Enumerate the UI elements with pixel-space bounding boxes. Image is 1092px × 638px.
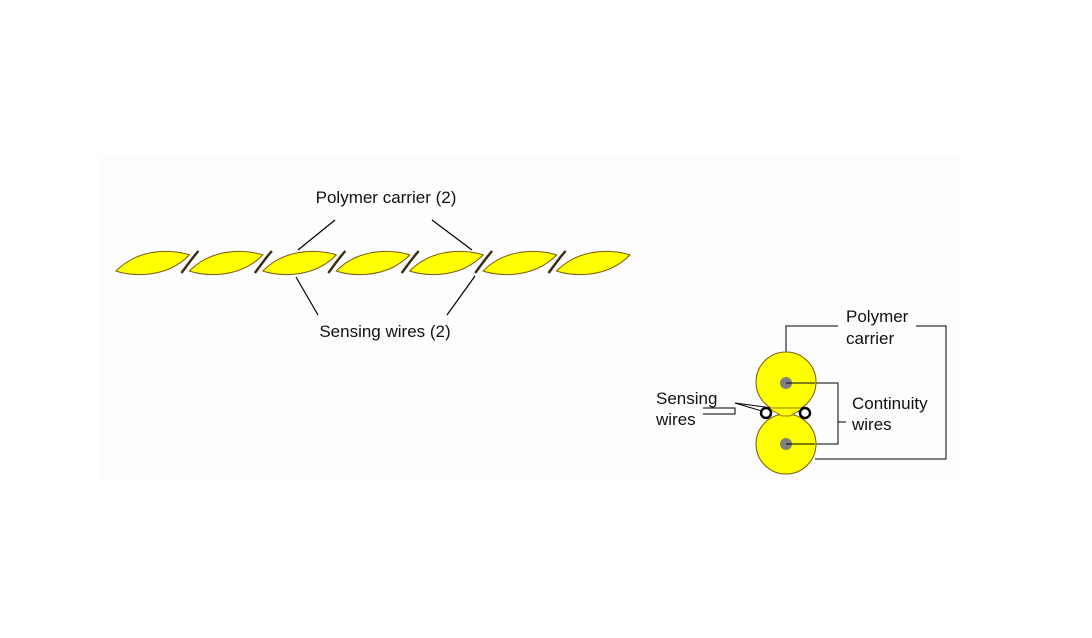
carrier-segment — [555, 250, 631, 276]
cross-section-polymer-label-line2: carrier — [846, 329, 895, 348]
carrier-contact-region — [766, 407, 806, 417]
carrier-segment — [482, 250, 558, 276]
sensing-wire-stripe — [400, 250, 420, 274]
carrier-segment — [188, 250, 264, 276]
sensing-wire-stripe — [253, 250, 273, 274]
twisted-cable-side-view — [115, 250, 631, 276]
sensing-wires-leader-left — [295, 276, 319, 316]
diagram-panel — [100, 155, 960, 480]
sensing-wire-right — [798, 406, 812, 420]
carrier-segment — [115, 250, 191, 276]
polymer-carrier-leader-left — [297, 219, 336, 251]
sensing-wire-stripe — [327, 250, 347, 274]
sensing-wire-stripe — [474, 250, 494, 274]
cross-section-polymer-label-line1: Polymer — [846, 307, 909, 326]
polymer-carrier-bracket — [785, 325, 838, 358]
cross-section-sensing-label-line2: wires — [655, 410, 696, 429]
carrier-segment — [408, 250, 485, 276]
sensing-wires-label: Sensing wires (2) — [319, 322, 450, 341]
sensing-wire-stripe — [547, 250, 567, 274]
carrier-segment — [261, 250, 338, 276]
sensing-wire-stripes — [180, 250, 567, 274]
sensing-wire-stripe — [180, 250, 200, 274]
cross-section-sensing-label-line1: Sensing — [656, 389, 717, 408]
sensing-wires-leader-right — [446, 275, 476, 316]
cable-cross-section: Polymer carrier Sensing wires Continuity… — [655, 307, 947, 475]
sensing-wires-lead-left — [734, 402, 766, 413]
sensing-wire-left — [759, 406, 773, 420]
polymer-carrier-label: Polymer carrier (2) — [316, 188, 457, 207]
carrier-segment — [335, 250, 411, 276]
carrier-segments — [115, 250, 631, 276]
polymer-carrier-leader-right — [431, 219, 473, 251]
polymer-carrier-bracket-right — [815, 325, 947, 460]
sensing-wires-bracket — [703, 407, 736, 415]
cross-section-continuity-label-line2: wires — [851, 415, 892, 434]
cross-section-continuity-label-line1: Continuity — [852, 394, 928, 413]
